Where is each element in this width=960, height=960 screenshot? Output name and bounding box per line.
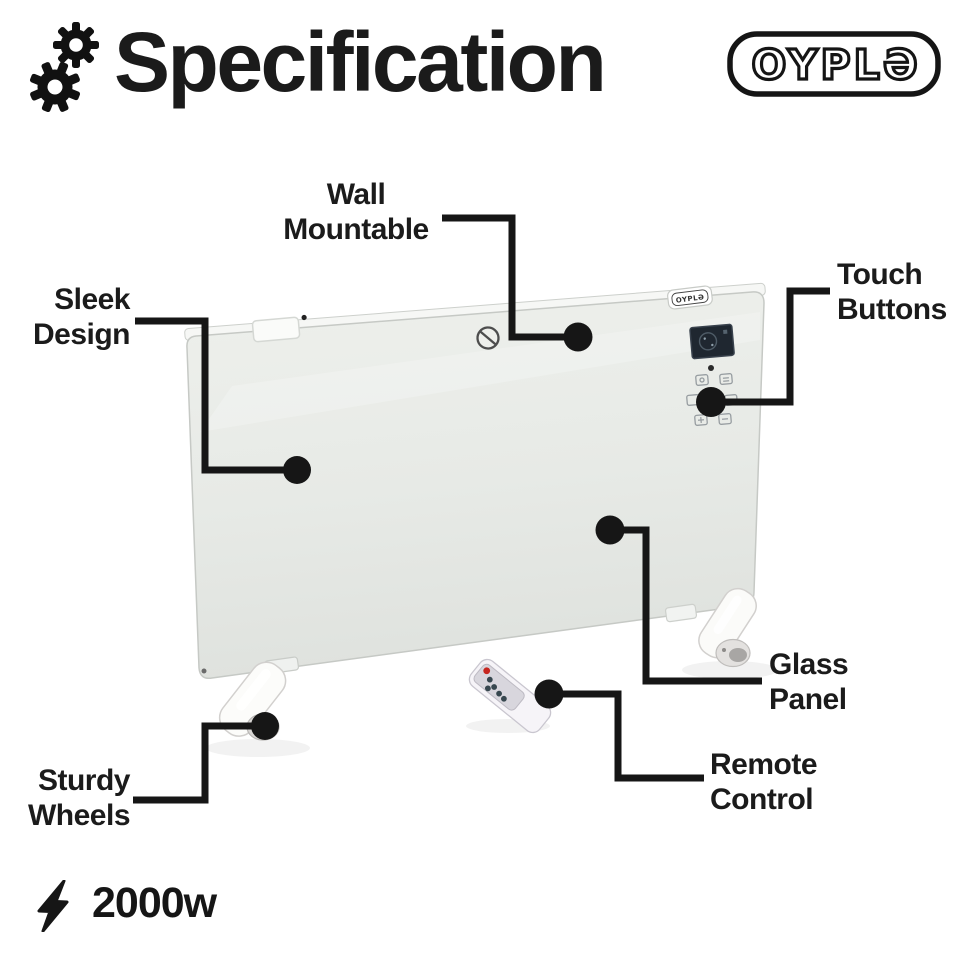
callout-line-touch-buttons [724,287,830,406]
callout-label-wall-mountable: Wall Mountable [283,178,429,246]
do-not-cover-icon [476,326,500,350]
clip-bottom-right [664,603,698,623]
glass-reflection [200,312,760,432]
power-rating: 2000w [92,879,217,927]
callout-dot-touch-buttons [696,387,726,417]
touch-button-icon [718,413,732,425]
callout-dot-sleek-design [283,456,311,484]
page-title: Specification [114,15,607,109]
callout-dot-wall-mountable [563,322,593,352]
remote-power-button [483,667,491,675]
callout-line-sleek-design [135,317,285,474]
gear-small-icon [53,22,99,68]
touch-button-icon [695,374,709,386]
callout-dot-remote-control [534,679,564,709]
lightning-bolt-icon [37,880,69,932]
lcd-display [689,323,735,360]
touch-button-icon [694,414,708,426]
callout-label-sleek-design: Sleek Design [32,283,131,351]
callout-label-remote-control: Remote Control [710,748,818,816]
callout-label-sturdy-wheels: Sturdy Wheels [27,764,131,832]
remote-buttons [484,676,507,702]
right-foot [698,587,757,668]
callout-dot-glass-panel [595,515,625,545]
gears-icon [29,22,99,113]
callout-line-glass-panel [612,526,762,685]
callout-dot-sturdy-wheels [251,712,279,740]
callout-line-sturdy-wheels [133,722,264,804]
callout-label-glass-panel: Glass Panel [769,648,849,716]
panel-corner-screw [201,668,207,674]
bracket-screw [301,314,307,321]
brand-logo-text: OYPLƏ [751,41,920,89]
brand-logo: OYPLƏ [727,31,941,97]
remote-keypad [473,663,525,711]
remote-control [468,658,552,734]
wall-bracket [251,314,307,343]
callout-label-touch-buttons: Touch Buttons [837,258,947,326]
ir-sensor-dot [708,365,714,371]
brand-badge: OYPLƏ [667,285,713,310]
callout-line-remote-control [550,690,704,782]
brand-badge-text: OYPLƏ [675,293,705,304]
gear-large-icon [29,61,81,113]
brand-logo-border [727,31,941,97]
callout-line-wall-mountable [442,214,566,341]
touch-button-icon [719,373,733,385]
